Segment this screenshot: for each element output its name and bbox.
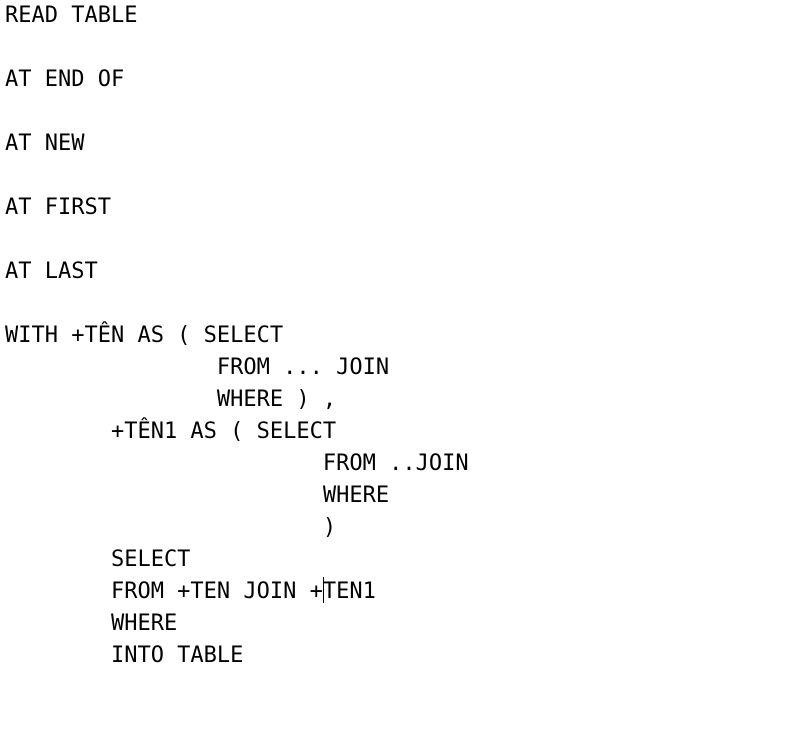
code-line-13: SELECT (5, 547, 191, 572)
code-line-1: READ TABLE (5, 3, 138, 28)
code-line-3: AT NEW (5, 131, 85, 156)
code-line-16: INTO TABLE (5, 643, 244, 668)
code-line-15: WHERE (5, 611, 178, 636)
code-line-4: AT FIRST (5, 195, 111, 220)
code-line-14-before-caret: FROM +TEN JOIN + (5, 579, 323, 604)
code-line-9: +TÊN1 AS ( SELECT (5, 419, 337, 444)
code-line-10: FROM ..JOIN (5, 451, 469, 476)
code-line-14-after-caret: TEN1 (322, 579, 376, 604)
code-line-12: ) (5, 515, 337, 540)
code-line-8: WHERE ) , (5, 387, 337, 412)
code-line-11: WHERE (5, 483, 390, 508)
code-line-7: FROM ... JOIN (5, 355, 390, 380)
code-line-2: AT END OF (5, 67, 125, 92)
code-line-6: WITH +TÊN AS ( SELECT (5, 323, 284, 348)
text-caret (322, 577, 324, 603)
code-line-5: AT LAST (5, 259, 98, 284)
code-line-14: FROM +TEN JOIN +TEN1 (5, 576, 376, 608)
